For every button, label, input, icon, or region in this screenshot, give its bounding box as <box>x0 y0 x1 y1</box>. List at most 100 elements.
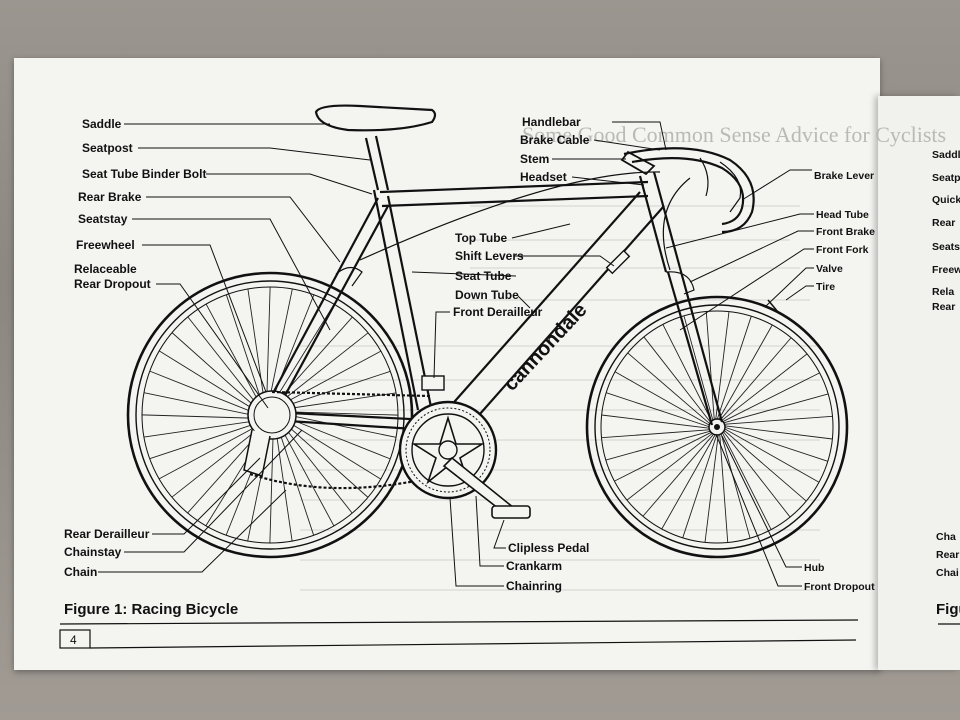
spoke <box>601 429 711 439</box>
label-shift-levers: Shift Levers <box>455 249 524 263</box>
label-chain: Chain <box>64 565 97 579</box>
label-brake-cable: Brake Cable <box>520 133 590 147</box>
spoke <box>723 415 833 425</box>
spoke <box>143 392 261 418</box>
label-valve: Valve <box>816 263 843 275</box>
label-rear-derailleur: Rear Derailleur <box>64 527 150 541</box>
next-label-5: Freew <box>932 264 960 276</box>
spoke <box>141 414 261 419</box>
labels-top: Handlebar Brake Cable Stem Headset <box>520 115 590 184</box>
spoke <box>643 336 712 424</box>
next-label-4: Seats <box>932 241 960 253</box>
spoke <box>717 324 773 421</box>
label-head-tube: Head Tube <box>816 209 869 221</box>
label-front-dropout: Front Dropout <box>804 581 875 593</box>
spoke <box>719 337 792 421</box>
label-seatstay: Seatstay <box>78 212 128 226</box>
next-label-bottom-1: Rear <box>936 549 959 561</box>
ghost-heading: Some Good Common Sense Advice for Cyclis… <box>522 122 946 147</box>
labels-bottom-right: Hub Front Dropout <box>804 562 875 593</box>
label-brake-lever: Brake Lever <box>814 170 874 182</box>
spoke <box>683 315 714 422</box>
label-freewheel: Freewheel <box>76 238 135 252</box>
labels-left: Saddle Seatpost Seat Tube Binder Bolt Re… <box>74 117 206 291</box>
next-label-7: Rear <box>932 301 955 313</box>
spoke <box>269 424 274 544</box>
next-label-2: Quick <box>932 194 960 206</box>
bleed-through-text: Some Good Common Sense Advice for Cyclis… <box>300 122 946 591</box>
next-caption: Figu <box>936 601 960 618</box>
spoke <box>715 311 730 421</box>
spoke <box>723 429 807 502</box>
label-handlebar: Handlebar <box>522 115 581 129</box>
labels-bottom-center: Clipless Pedal Crankarm Chainring <box>506 541 589 593</box>
spoke <box>279 418 369 498</box>
spoke <box>205 303 263 409</box>
label-chainstay: Chainstay <box>64 545 122 559</box>
spoke <box>225 294 264 408</box>
label-seat-tube: Seat Tube <box>455 269 512 283</box>
spoke <box>601 414 711 429</box>
page-number: 4 <box>70 633 77 647</box>
bicycle-frame: cannondale <box>243 104 779 519</box>
label-chainring: Chainring <box>506 579 562 593</box>
spoke <box>277 421 335 527</box>
next-label-1: Seatp <box>932 172 960 184</box>
spoke <box>704 433 719 543</box>
front-wheel <box>585 295 849 559</box>
label-headset: Headset <box>520 170 567 184</box>
spoke <box>171 332 261 412</box>
spoke <box>278 392 397 411</box>
spoke <box>721 372 820 423</box>
label-front-fork: Front Fork <box>816 244 869 256</box>
next-label-bottom-2: Chai <box>936 567 959 579</box>
spoke <box>271 303 335 406</box>
label-top-tube: Top Tube <box>455 231 508 245</box>
label-relaceable: Relaceable <box>74 262 137 276</box>
spoke <box>276 422 315 536</box>
next-label-bottom-0: Cha <box>936 531 956 543</box>
label-front-brake: Front Brake <box>816 226 875 238</box>
spoke <box>279 411 399 416</box>
rear-wheel <box>126 271 414 559</box>
next-label-3: Rear <box>932 217 955 229</box>
spoke <box>158 350 261 414</box>
page-number-box <box>59 629 91 649</box>
spoke <box>614 431 713 482</box>
spoke <box>720 432 751 539</box>
label-stem: Stem <box>520 152 549 166</box>
spoke <box>662 324 713 423</box>
spoke <box>661 433 717 530</box>
spoke <box>723 427 820 483</box>
spoke <box>705 311 715 421</box>
label-rear-dropout: Rear Dropout <box>74 277 151 291</box>
spoke <box>266 286 271 406</box>
spoke <box>267 288 293 406</box>
spoke <box>722 430 791 518</box>
spoke <box>716 316 752 421</box>
spoke <box>149 421 263 460</box>
spoke <box>723 426 828 462</box>
label-hub: Hub <box>804 562 824 574</box>
spoke <box>642 433 715 517</box>
spoke <box>143 419 262 438</box>
spoke <box>279 416 382 480</box>
spoke <box>721 431 772 530</box>
label-down-tube: Down Tube <box>455 288 519 302</box>
spoke <box>278 419 353 514</box>
spoke <box>274 423 293 542</box>
label-crankarm: Crankarm <box>506 559 562 573</box>
spoke <box>149 370 261 416</box>
next-page-fragments: Saddl Seatp Quick Rear Seats Freew Rela … <box>932 149 960 625</box>
spoke <box>274 332 369 407</box>
spoke <box>605 430 712 461</box>
label-seat-tube-binder-bolt: Seat Tube Binder Bolt <box>82 167 206 181</box>
labels-bottom-left: Rear Derailleur Chainstay Chain <box>64 527 150 579</box>
labels-center: Top Tube Shift Levers Seat Tube Down Tub… <box>453 231 543 319</box>
spoke <box>720 353 808 422</box>
spoke <box>187 316 262 411</box>
spoke <box>626 432 714 501</box>
spoke <box>277 370 391 409</box>
spoke <box>606 392 711 428</box>
